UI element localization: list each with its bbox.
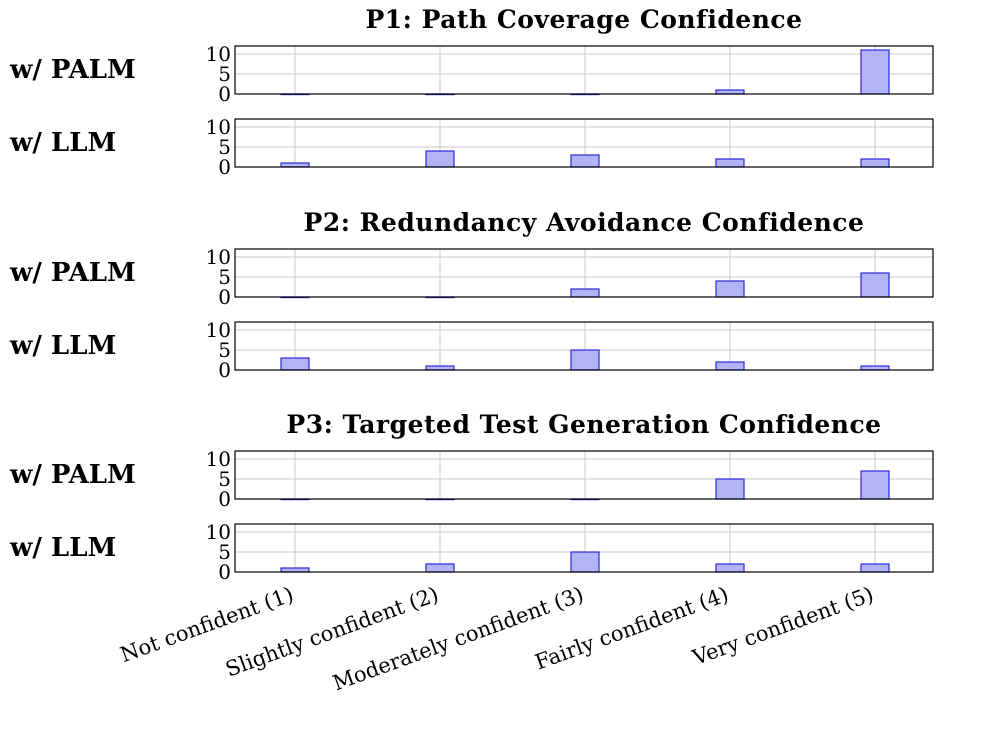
y-tick-label: 5 [218,467,231,491]
plot-frame [234,523,934,573]
y-tick-label: 10 [206,245,231,269]
y-tick-label: 10 [206,520,231,544]
y-tick-label: 5 [218,135,231,159]
bar-1-2-3 [570,154,600,168]
bar-3-1-5 [860,470,890,500]
y-tick-label: 10 [206,447,231,471]
y-tick-label: 0 [218,82,231,106]
y-tick-label: 0 [218,358,231,382]
bar-2-2-5 [860,365,890,371]
row-label: w/ PALM [9,258,136,288]
bar-1-2-4 [715,158,745,168]
y-tick-label: 10 [206,115,231,139]
plot-frame [234,248,934,298]
y-tick-label: 5 [218,265,231,289]
bar-2-2-4 [715,361,745,371]
bar-2-2-3 [570,349,600,371]
plot-frame [234,321,934,371]
bar-1-2-5 [860,158,890,168]
row-label: w/ LLM [9,331,116,361]
x-category-label: Moderately confident (3) [330,582,587,695]
bar-3-1-4 [715,478,745,500]
bar-2-1-4 [715,280,745,298]
y-tick-label: 0 [218,560,231,584]
bar-1-2-2 [425,150,455,168]
bar-3-2-5 [860,563,890,573]
bar-2-1-5 [860,272,890,298]
y-tick-label: 10 [206,318,231,342]
row-label: w/ LLM [9,533,116,563]
plot-frame [234,450,934,500]
bar-1-1-5 [860,49,890,95]
plot-frame [234,118,934,168]
bar-2-1-3 [570,288,600,298]
row-label: w/ LLM [9,128,116,158]
bar-3-2-3 [570,551,600,573]
y-tick-label: 5 [218,540,231,564]
bar-3-2-4 [715,563,745,573]
bar-2-2-1 [280,357,310,371]
panel-title: P2: Redundancy Avoidance Confidence [304,208,865,237]
y-tick-label: 0 [218,155,231,179]
y-tick-label: 0 [218,285,231,309]
y-tick-label: 5 [218,62,231,86]
row-label: w/ PALM [9,460,136,490]
y-tick-label: 5 [218,338,231,362]
row-label: w/ PALM [9,55,136,85]
bar-1-2-1 [280,162,310,168]
y-tick-label: 10 [206,42,231,66]
y-tick-label: 0 [218,487,231,511]
panel-title: P3: Targeted Test Generation Confidence [286,410,881,439]
bar-3-2-2 [425,563,455,573]
panel-title: P1: Path Coverage Confidence [365,5,802,34]
plot-frame [234,45,934,95]
bar-2-2-2 [425,365,455,371]
